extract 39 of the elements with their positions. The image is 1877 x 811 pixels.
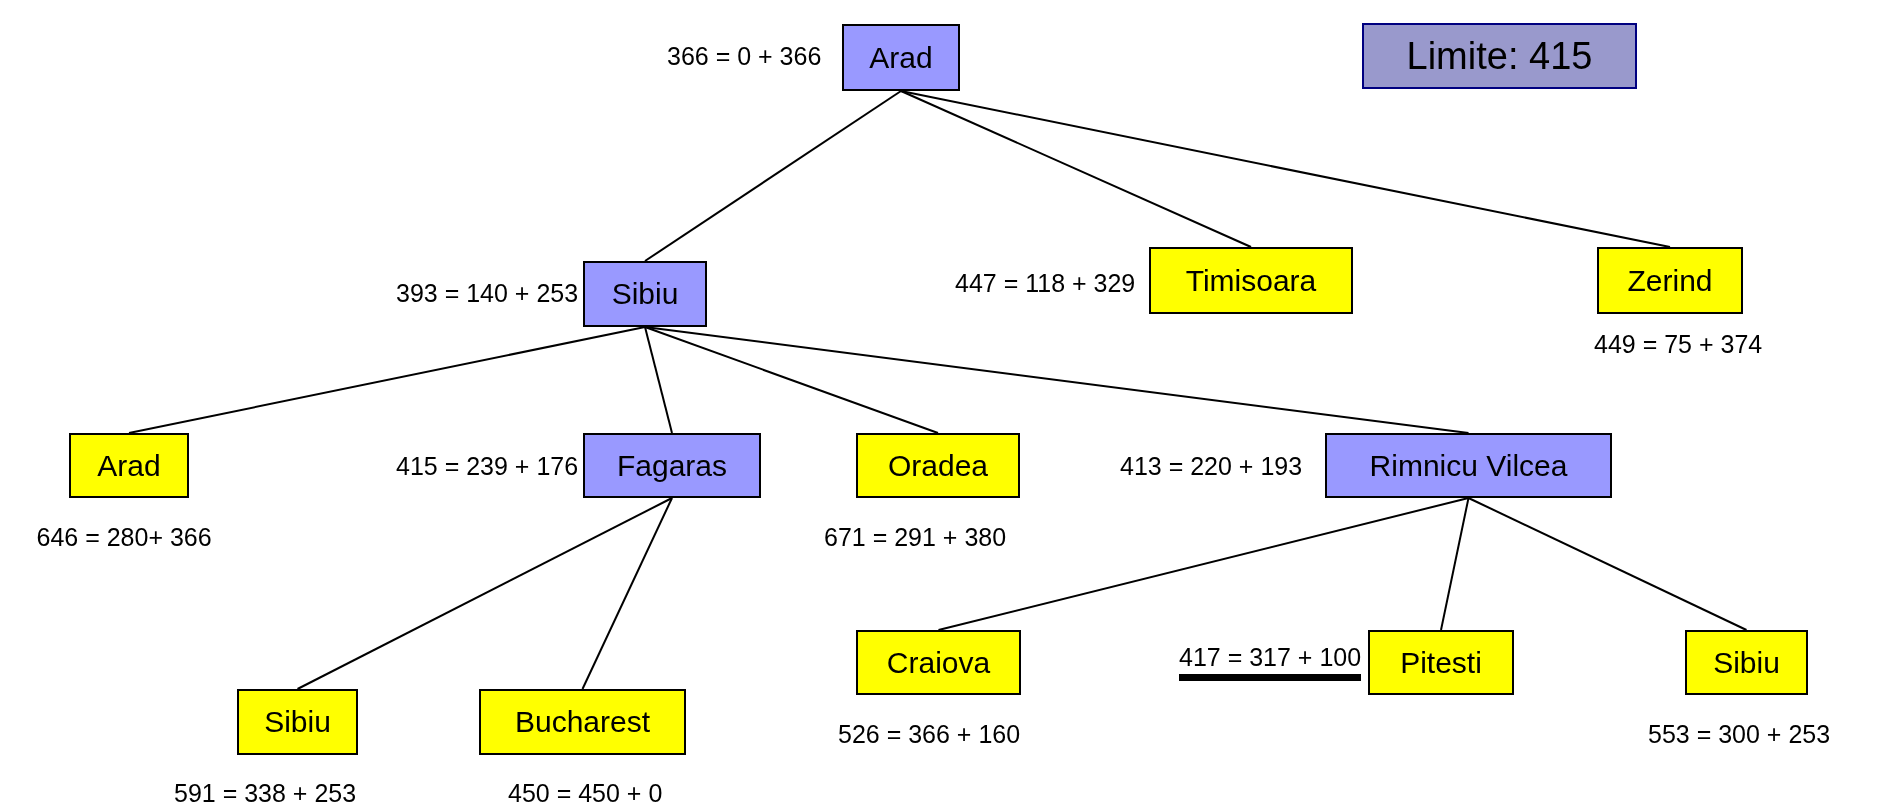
- city-box: Craiova: [856, 630, 1021, 695]
- city-box: Zerind: [1597, 247, 1743, 314]
- tree-edge: [1467, 497, 1748, 631]
- tree-edge: [1440, 497, 1470, 631]
- cost-label: 449 = 75 + 374: [1594, 329, 1763, 359]
- city-box: Bucharest: [479, 689, 686, 755]
- tree-edge: [937, 497, 1470, 631]
- city-box: Timisoara: [1149, 247, 1353, 314]
- tree-edge: [644, 326, 939, 434]
- tree-edge: [644, 326, 673, 434]
- city-box: Arad: [842, 24, 960, 91]
- cost-label: 393 = 140 + 253: [396, 278, 579, 308]
- tree-edge: [581, 497, 673, 690]
- city-box: Sibiu: [583, 261, 707, 327]
- city-box: Rimnicu Vilcea: [1325, 433, 1612, 498]
- limit-box: Limite: 415: [1362, 23, 1637, 89]
- cost-label: 526 = 366 + 160: [838, 719, 1021, 749]
- city-box: Arad: [69, 433, 189, 498]
- tree-edge: [900, 90, 1671, 248]
- cost-label: 646 = 280+ 366: [36, 522, 212, 552]
- cost-label: 417 = 317 + 100: [1179, 642, 1362, 681]
- city-box: Pitesti: [1368, 630, 1514, 695]
- cost-label: 415 = 239 + 176: [396, 451, 579, 481]
- cost-label: 671 = 291 + 380: [824, 522, 1007, 552]
- city-box: Sibiu: [1685, 630, 1808, 695]
- tree-edge: [644, 326, 1470, 434]
- city-box: Sibiu: [237, 689, 358, 755]
- cost-label: 591 = 338 + 253: [174, 778, 357, 808]
- city-box: Fagaras: [583, 433, 761, 498]
- city-box: Oradea: [856, 433, 1020, 498]
- cost-label: 366 = 0 + 366: [667, 41, 822, 71]
- cost-label: 553 = 300 + 253: [1648, 719, 1831, 749]
- tree-edge: [296, 497, 673, 690]
- tree-edge: [128, 326, 646, 434]
- cost-label: 447 = 118 + 329: [955, 268, 1136, 298]
- cost-label: 413 = 220 + 193: [1120, 451, 1303, 481]
- tree-edge: [644, 90, 902, 262]
- tree-edge: [900, 90, 1252, 248]
- cost-label: 450 = 450 + 0: [508, 778, 663, 808]
